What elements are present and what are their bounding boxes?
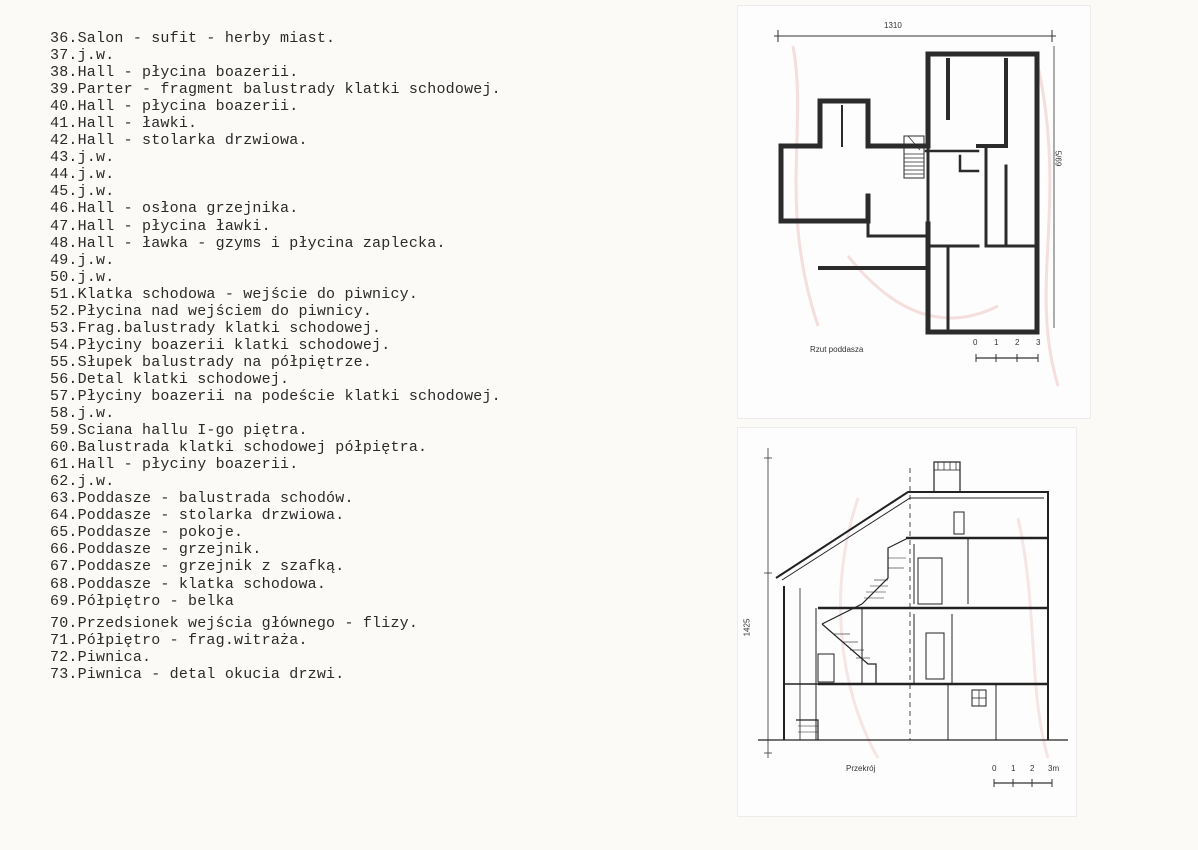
- caption-item: 62.j.w.: [50, 473, 115, 491]
- plan-scale-3: 3: [1036, 338, 1041, 347]
- caption-item: 59.Sciana hallu I-go piętra.: [50, 422, 308, 440]
- section-scale-2: 2: [1030, 764, 1035, 773]
- plan-scale-1: 1: [994, 338, 999, 347]
- plan-width-dimension: 1310: [884, 21, 902, 30]
- caption-item: 40.Hall - płycina boazerii.: [50, 98, 299, 116]
- caption-item: 54.Płyciny boazerii klatki schodowej.: [50, 336, 391, 354]
- caption-item: 55.Słupek balustrady na półpiętrze.: [50, 353, 373, 371]
- caption-list: 36.Salon - sufit - herby miast.37.j.w.38…: [50, 30, 501, 683]
- caption-item: 36.Salon - sufit - herby miast.: [50, 30, 336, 47]
- plan-title: Rzut poddasza: [810, 345, 864, 354]
- caption-item: 58.j.w.: [50, 405, 115, 423]
- caption-item: 49.j.w.: [50, 251, 115, 269]
- attic-plan-photo: 1310 5/69 Rzut poddasza 0 1 2 3: [738, 6, 1090, 418]
- plan-scale-2: 2: [1015, 338, 1020, 347]
- caption-item: 39.Parter - fragment balustrady klatki s…: [50, 81, 501, 99]
- caption-item: 50.j.w.: [50, 268, 115, 286]
- caption-item: 56.Detal klatki schodowej.: [50, 370, 290, 388]
- caption-item: 53.Frag.balustrady klatki schodowej.: [50, 319, 382, 337]
- cross-section-drawing: [758, 448, 1068, 787]
- caption-item: 71.Półpiętro - frag.witraża.: [50, 631, 308, 649]
- caption-item: 61.Hall - płyciny boazerii.: [50, 456, 299, 474]
- caption-item: 41.Hall - ławki.: [50, 115, 198, 133]
- caption-item: 43.j.w.: [50, 149, 115, 167]
- section-scale-1: 1: [1011, 764, 1016, 773]
- section-scale-0: 0: [992, 764, 997, 773]
- caption-item: 37.j.w.: [50, 47, 115, 65]
- caption-item: 60.Balustrada klatki schodowej półpiętra…: [50, 439, 428, 457]
- caption-item: 63.Poddasze - balustrada schodów.: [50, 490, 354, 508]
- caption-item: 38.Hall - płycina boazerii.: [50, 64, 299, 82]
- plan-scale-0: 0: [973, 338, 978, 347]
- caption-item: 57.Płyciny boazerii na podeście klatki s…: [50, 387, 501, 405]
- section-scale-3: 3m: [1048, 764, 1060, 773]
- caption-item: 51.Klatka schodowa - wejście do piwnicy.: [50, 285, 419, 303]
- caption-item: 73.Piwnica - detal okucia drzwi.: [50, 665, 345, 683]
- attic-plan-drawing: [774, 30, 1060, 387]
- section-height-dimension: 1425: [742, 618, 752, 637]
- caption-item: 64.Poddasze - stolarka drzwiowa.: [50, 507, 345, 525]
- caption-item: 72.Piwnica.: [50, 648, 152, 666]
- caption-item: 66.Poddasze - grzejnik.: [50, 541, 262, 559]
- caption-item: 69.Półpiętro - belka: [50, 592, 235, 610]
- caption-item: 45.j.w.: [50, 183, 115, 201]
- caption-item: 46.Hall - osłona grzejnika.: [50, 200, 299, 218]
- caption-item: 68.Poddasze - klatka schodowa.: [50, 575, 327, 593]
- caption-item: 48.Hall - ławka - gzyms i płycina zaplec…: [50, 234, 446, 252]
- caption-item: 42.Hall - stolarka drzwiowa.: [50, 132, 308, 150]
- section-title: Przekrój: [846, 764, 876, 773]
- caption-item: 52.Płycina nad wejściem do piwnicy.: [50, 302, 373, 320]
- plan-depth-dimension: 5/69: [1053, 150, 1063, 167]
- caption-item: 70.Przedsionek wejścia głównego - flizy.: [50, 614, 419, 632]
- cross-section-photo: 1425 Przekrój 0 1 2 3m: [738, 428, 1076, 816]
- caption-item: 44.j.w.: [50, 166, 115, 184]
- caption-item: 47.Hall - płycina ławki.: [50, 217, 271, 235]
- caption-item: 67.Poddasze - grzejnik z szafką.: [50, 558, 345, 576]
- caption-item: 65.Poddasze - pokoje.: [50, 524, 244, 542]
